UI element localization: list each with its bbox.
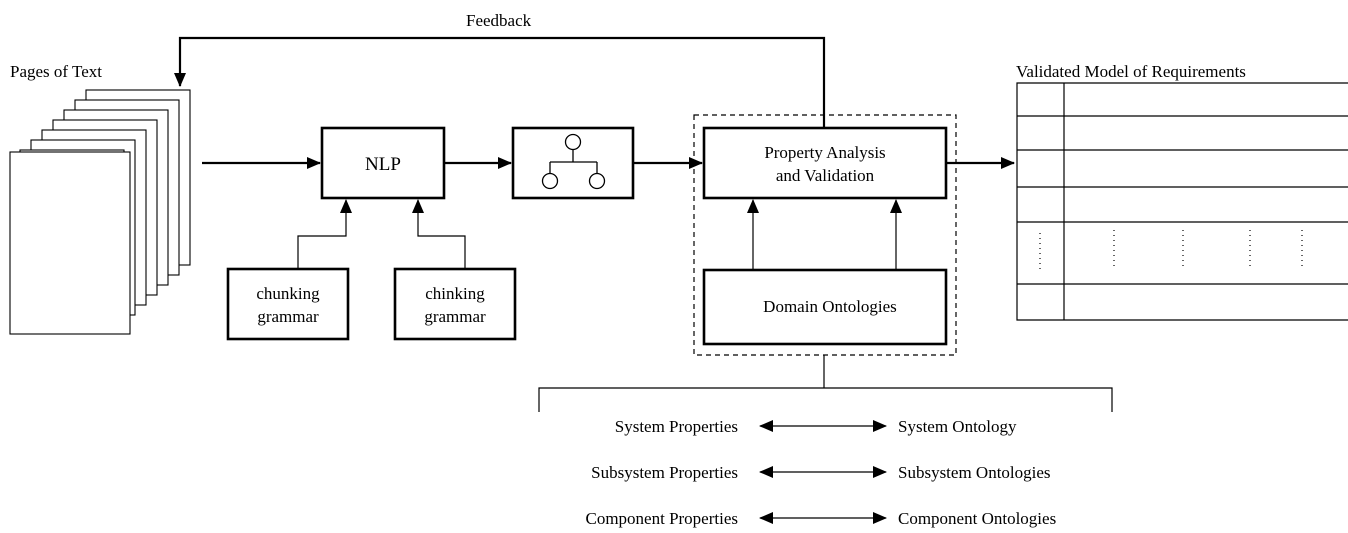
mapping-row-component: Component Properties Component Ontologie… (585, 509, 1056, 528)
mapping-left-component: Component Properties (585, 509, 738, 528)
mapping-right-system: System Ontology (898, 417, 1017, 436)
arrow-chinking-to-nlp (412, 199, 466, 269)
arrow-chunking-to-nlp (297, 199, 352, 269)
mapping-row-system: System Properties System Ontology (615, 417, 1017, 436)
property-analysis-line2: and Validation (776, 166, 875, 185)
mapping-right-subsystem: Subsystem Ontologies (898, 463, 1051, 482)
mapping-left-subsystem: Subsystem Properties (591, 463, 738, 482)
pages-of-text-label: Pages of Text (10, 62, 102, 81)
chinking-grammar-line1: chinking (425, 284, 485, 303)
chinking-grammar-line2: grammar (424, 307, 486, 326)
mapping-left-system: System Properties (615, 417, 738, 436)
domain-ontologies-box: Domain Ontologies (702, 268, 948, 346)
mapping-right-component: Component Ontologies (898, 509, 1056, 528)
property-analysis-line1: Property Analysis (764, 143, 885, 162)
chunking-grammar-line2: grammar (257, 307, 319, 326)
mapping-row-subsystem: Subsystem Properties Subsystem Ontologie… (591, 463, 1050, 482)
pages-of-text-stack: Pages of Text (9, 62, 191, 335)
feedback-loop: Feedback (174, 11, 826, 128)
table-ellipsis-dots (1039, 230, 1303, 273)
dashed-validation-container (693, 114, 957, 356)
parse-tree-box (511, 126, 635, 200)
domain-ontologies-label: Domain Ontologies (763, 297, 897, 316)
property-analysis-box: Property Analysis and Validation (702, 126, 948, 200)
validated-model-table: Validated Model of Requirements (1016, 62, 1348, 321)
tree-icon (541, 133, 606, 190)
nlp-label: NLP (365, 154, 401, 175)
chinking-grammar-box: chinking grammar (393, 267, 517, 341)
chunking-grammar-line1: chunking (256, 284, 320, 303)
feedback-label: Feedback (466, 11, 532, 30)
nlp-box: NLP (320, 126, 446, 200)
ontology-bracket (538, 355, 1113, 412)
validated-model-label: Validated Model of Requirements (1016, 62, 1246, 81)
chunking-grammar-box: chunking grammar (226, 267, 350, 341)
